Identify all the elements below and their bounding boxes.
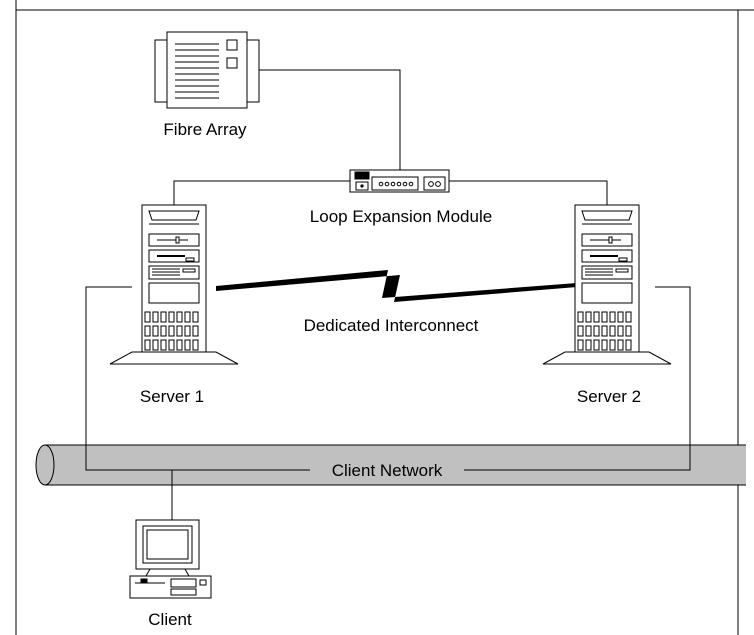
dedicated-interconnect-link [216, 270, 577, 302]
fibre-array-icon [154, 31, 260, 109]
diagram-frame [15, 0, 754, 635]
server-2-icon [542, 204, 672, 365]
dedicated-interconnect-label: Dedicated Interconnect [304, 316, 479, 335]
fibre-array-link [259, 69, 401, 170]
server-1-label: Server 1 [140, 387, 204, 406]
client-network-tube [35, 444, 746, 486]
loop-expansion-module-label: Loop Expansion Module [310, 207, 492, 226]
connection-lines [85, 69, 691, 520]
loop-to-server-1-link [173, 180, 350, 205]
client-network-label: Client Network [332, 461, 443, 480]
server-2-label: Server 2 [577, 387, 641, 406]
fibre-array-label: Fibre Array [163, 120, 247, 139]
server-2-network-link [464, 286, 691, 471]
server-1-icon [109, 204, 239, 365]
client-label: Client [148, 610, 192, 629]
client-computer-icon [129, 519, 212, 599]
server-1-network-link [85, 286, 310, 471]
loop-to-server-2-link [449, 180, 608, 205]
loop-expansion-module-icon [349, 169, 450, 193]
